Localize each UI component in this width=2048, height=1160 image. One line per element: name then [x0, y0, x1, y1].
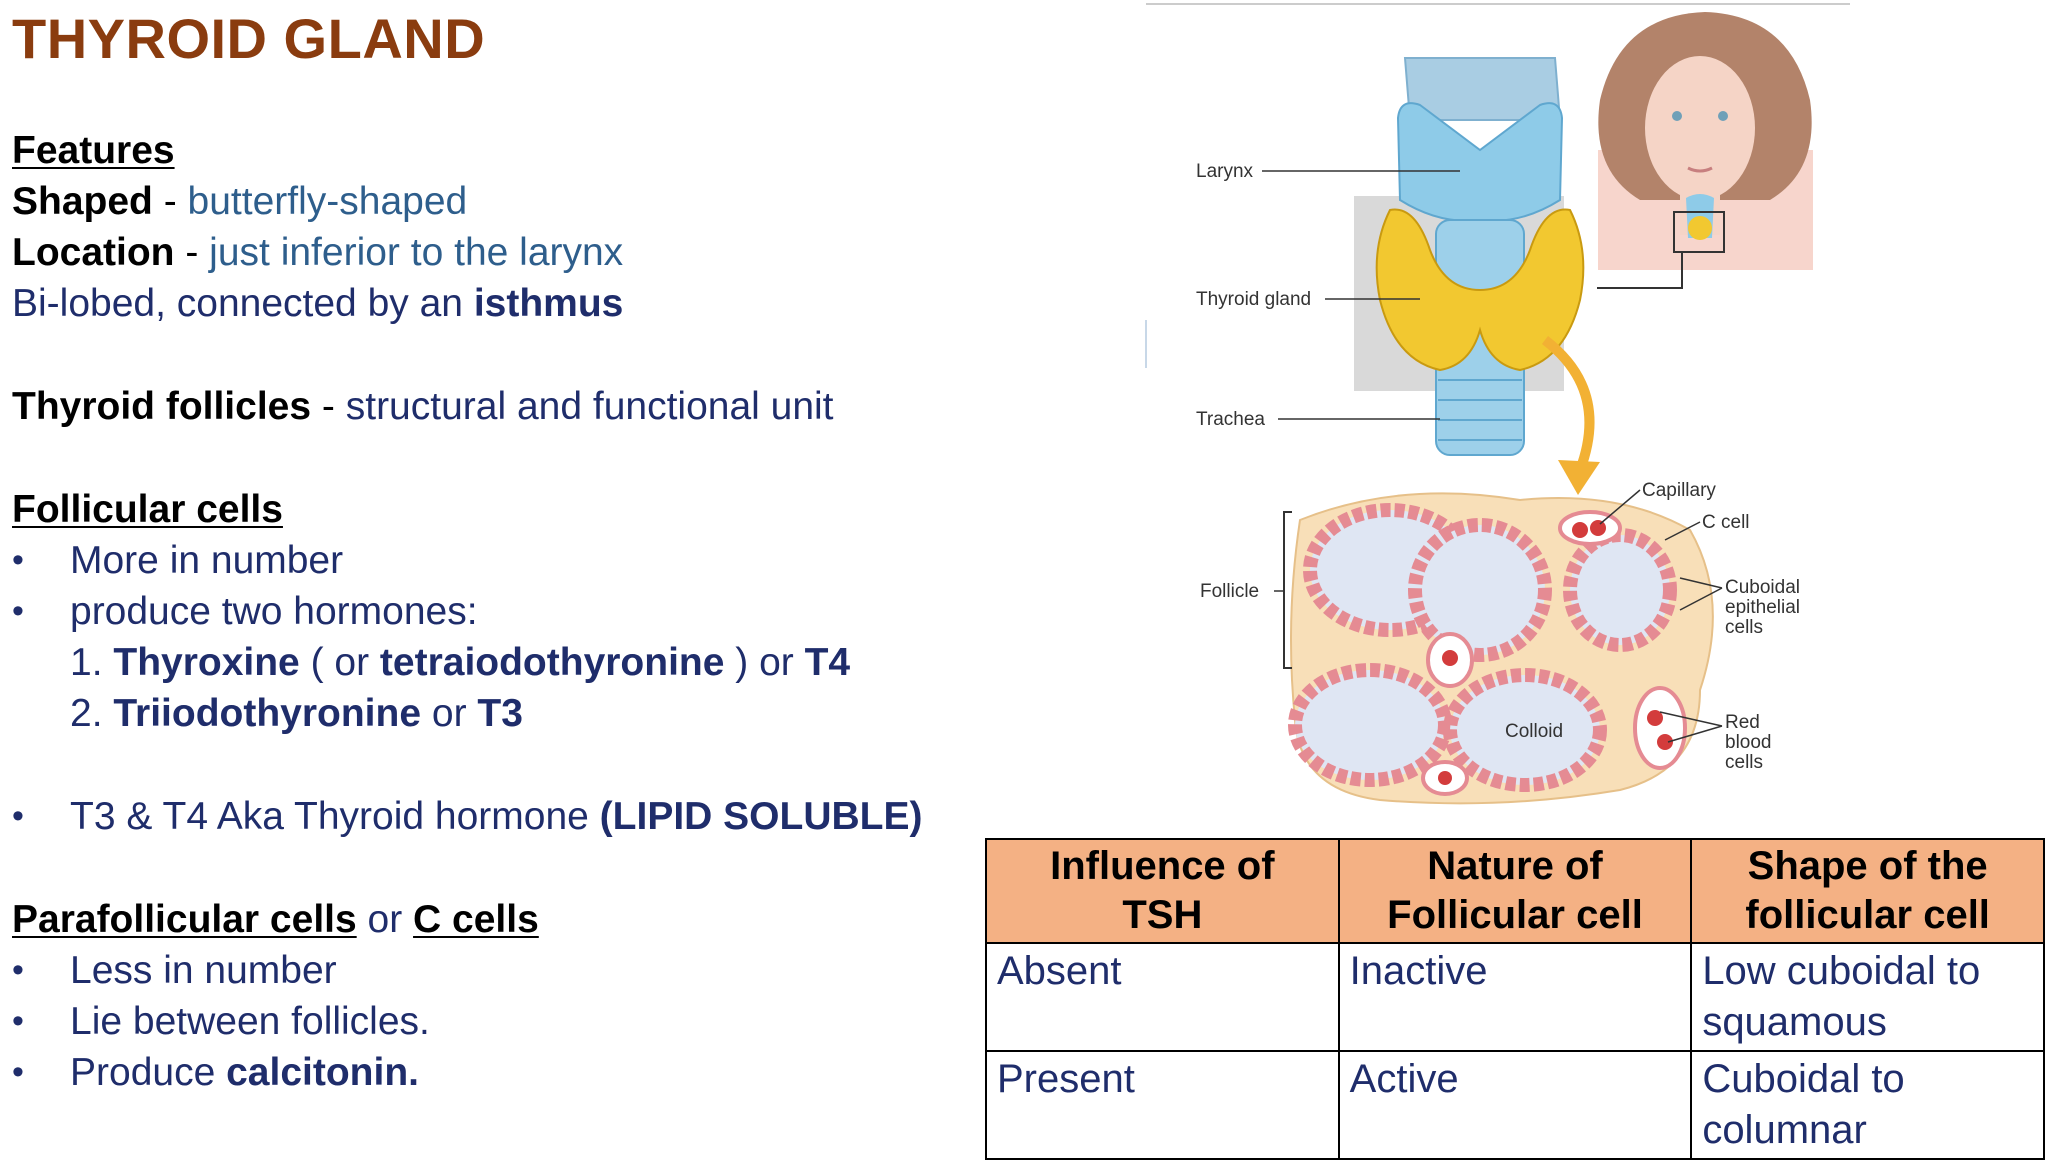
bullet: • — [12, 541, 24, 579]
parafollicular-item-2: Lie between follicles. — [70, 1000, 430, 1043]
aka-text: T3 & T4 Aka Thyroid hormone — [70, 795, 600, 838]
follicles-line: Thyroid follicles - structural and funct… — [12, 381, 834, 432]
table-cell: Inactive — [1337, 942, 1693, 1052]
thyroid-gland-shape — [1375, 208, 1585, 372]
bullet: • — [12, 1002, 24, 1040]
figure-label-colloid: Colloid — [1505, 721, 1563, 742]
cell-line: squamous — [1702, 1000, 1887, 1044]
cell-line: Low cuboidal to — [1702, 949, 1981, 993]
table-cell: Low cuboidal to squamous — [1690, 942, 2045, 1052]
figure-label-capillary: Capillary — [1642, 480, 1716, 501]
follicular-cell-table: Influence of TSH Nature of Follicular cell… — [985, 838, 2045, 1160]
header-line: Influence of — [1050, 844, 1275, 888]
hormone-2: 2. Triiodothyronine or T3 — [70, 688, 523, 739]
hormone-1: 1. Thyroxine ( or tetraiodothyronine ) o… — [70, 637, 850, 688]
isthmus-term: isthmus — [473, 282, 624, 325]
page-title: THYROID GLAND — [12, 7, 486, 70]
follicles-label: Thyroid follicles — [12, 385, 312, 428]
bullet: • — [12, 797, 24, 835]
lipid-soluble-term: (LIPID SOLUBLE) — [599, 795, 923, 838]
header-line: Shape of the — [1747, 844, 1988, 888]
bilobed-text: Bi-lobed, connected by an — [12, 282, 474, 325]
table-header-row: Influence of TSH Nature of Follicular cell… — [985, 838, 2045, 944]
follicles-value: structural and functional unit — [345, 385, 834, 428]
follicular-cells-heading: Follicular cells — [12, 488, 283, 531]
figure-label-trachea: Trachea — [1196, 409, 1265, 430]
follicular-item-1: More in number — [70, 539, 344, 582]
calcitonin-term: calcitonin. — [226, 1051, 419, 1094]
cell-line: columnar — [1702, 1108, 1867, 1152]
location-value: just inferior to the larynx — [209, 231, 624, 274]
leader-lines — [1262, 170, 1723, 743]
figure-label-larynx: Larynx — [1196, 161, 1254, 182]
bilobed-line: Bi-lobed, connected by an isthmus — [12, 278, 623, 329]
table-cell: Present — [985, 1050, 1340, 1160]
woman-figure — [1597, 12, 1813, 289]
figure-label-cuboidal-3: cells — [1725, 617, 1763, 638]
table-header-nature: Nature of Follicular cell — [1337, 838, 1693, 944]
location-line: Location - just inferior to the larynx — [12, 227, 623, 278]
thyroxine-term: Thyroxine — [113, 641, 300, 684]
hormone-1-number: 1. — [70, 641, 114, 684]
or-text: or — [356, 898, 414, 941]
table-row: Absent Inactive Low cuboidal to squamous — [985, 942, 2045, 1052]
follicular-item-2: produce two hormones: — [70, 590, 478, 633]
follicle-brace — [1283, 511, 1292, 669]
zoom-arrow — [1541, 336, 1595, 472]
bullet: • — [12, 592, 24, 630]
thyroid-illustration: Larynx Thyroid gland Trachea Follicle Ca… — [1145, 3, 1850, 805]
table-row: Present Active Cuboidal to columnar — [985, 1050, 2045, 1160]
header-line: Follicular cell — [1387, 893, 1643, 937]
dash: - — [174, 231, 210, 274]
t3-term: T3 — [477, 692, 523, 735]
table-header-shape: Shape of the follicular cell — [1690, 838, 2045, 944]
hormone-2-or: or — [421, 692, 478, 735]
t4-term: T4 — [804, 641, 851, 684]
table-cell: Active — [1337, 1050, 1693, 1160]
trachea-shape — [1435, 219, 1525, 456]
aka-line: T3 & T4 Aka Thyroid hormone (LIPID SOLUB… — [70, 791, 923, 842]
larynx-shape — [1396, 57, 1564, 222]
triiodothyronine-term: Triiodothyronine — [113, 692, 422, 735]
hormone-2-number: 2. — [70, 692, 114, 735]
shaped-value: butterfly-shaped — [187, 180, 468, 223]
figure-label-c-cell: C cell — [1702, 512, 1750, 533]
thyroid-anatomy-figure: Larynx Thyroid gland Trachea Follicle Ca… — [1140, 0, 1860, 810]
follicle-tissue — [1288, 492, 1714, 805]
bullet: • — [12, 1053, 24, 1091]
figure-label-rbc-1: Red — [1725, 712, 1760, 733]
shaped-line: Shaped - butterfly-shaped — [12, 176, 467, 227]
tetraiodothyronine-term: tetraiodothyronine — [379, 641, 725, 684]
cell-line: Cuboidal to — [1702, 1057, 1905, 1101]
header-line: TSH — [1122, 893, 1203, 937]
parafollicular-item-1: Less in number — [70, 949, 337, 992]
header-line: Nature of — [1427, 844, 1603, 888]
parafollicular-heading-line: Parafollicular cells or C cells — [12, 894, 539, 945]
parafollicular-item-3: Produce calcitonin. — [70, 1047, 419, 1098]
figure-label-rbc-2: blood — [1725, 732, 1772, 753]
figure-label-cuboidal-1: Cuboidal — [1725, 577, 1800, 598]
hormone-1-mid: ( or — [299, 641, 380, 684]
figure-label-follicle: Follicle — [1200, 581, 1259, 602]
figure-label-cuboidal-2: epithelial — [1725, 597, 1800, 618]
table-cell: Cuboidal to columnar — [1690, 1050, 2045, 1160]
shaped-label: Shaped — [12, 180, 153, 223]
location-label: Location — [12, 231, 175, 274]
produce-text: Produce — [70, 1051, 227, 1094]
bullet: • — [12, 951, 24, 989]
zoom-arrowhead — [1558, 460, 1600, 495]
dash: - — [152, 180, 188, 223]
features-heading: Features — [12, 129, 175, 172]
c-cells-heading: C cells — [413, 898, 539, 941]
dash: - — [311, 385, 346, 428]
figure-label-rbc-3: cells — [1725, 752, 1763, 773]
figure-label-thyroid-gland: Thyroid gland — [1196, 289, 1311, 310]
table-cell: Absent — [985, 942, 1340, 1052]
table-header-tsh: Influence of TSH — [985, 838, 1340, 944]
header-line: follicular cell — [1745, 893, 1990, 937]
parafollicular-heading: Parafollicular cells — [12, 898, 357, 941]
hormone-1-end: ) or — [724, 641, 805, 684]
